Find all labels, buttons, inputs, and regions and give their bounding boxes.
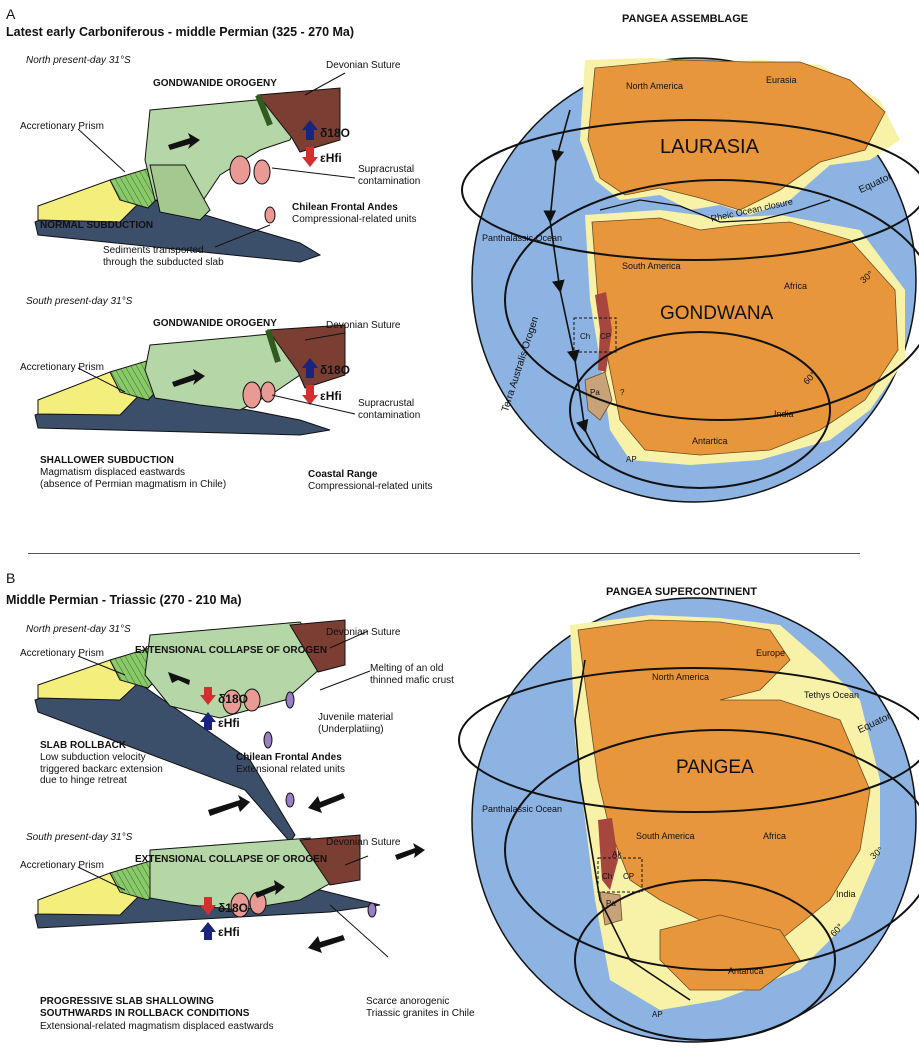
b-north-prism: Accretionary Prism	[20, 648, 104, 660]
map-a	[462, 58, 919, 502]
a-north-supracrustal: Supracrustal contamination	[358, 164, 420, 187]
panel-letter-a: A	[6, 6, 15, 22]
label-panthalassic: Panthalassic Ocean	[482, 233, 562, 243]
b-north-regime: SLAB ROLLBACK	[40, 740, 126, 752]
a-north-regime: NORMAL SUBDUCTION	[40, 220, 153, 232]
b-north-location: North present-day 31°S	[26, 624, 131, 636]
pluton	[261, 382, 275, 402]
a-south-location: South present-day 31°S	[26, 296, 132, 308]
label-eurasia: Eurasia	[766, 75, 797, 85]
a-south-prism: Accretionary Prism	[20, 362, 104, 374]
map-b	[459, 598, 919, 1042]
a-south-unit-title: Coastal Range	[308, 469, 377, 481]
b-south-location: South present-day 31°S	[26, 832, 132, 844]
juvenile-melt	[368, 903, 376, 917]
pluton	[254, 160, 270, 184]
label-tethys: Tethys Ocean	[804, 690, 859, 700]
b-north-hf: εHfi	[218, 717, 240, 731]
label-pangea: PANGEA	[676, 757, 754, 779]
a-south-suture: Devonian Suture	[326, 320, 401, 332]
b-north-melting: Melting of an old thinned mafic crust	[370, 663, 454, 686]
label-africa: Africa	[784, 281, 807, 291]
label-africa-b: Africa	[763, 831, 786, 841]
b-south-regime: PROGRESSIVE SLAB SHALLOWING SOUTHWARDS I…	[40, 996, 249, 1019]
juvenile-melt	[286, 692, 294, 708]
label-ch-b: Ch	[602, 872, 612, 881]
extension-arrow	[308, 793, 345, 813]
label-pa-b: Pa	[606, 899, 616, 908]
label-europe: Europe	[756, 648, 785, 658]
panel-a-title: Latest early Carboniferous - middle Perm…	[6, 25, 354, 39]
label-gondwana: GONDWANA	[660, 303, 773, 325]
a-south-hf: εHfi	[320, 390, 342, 404]
label-ap-b: AP	[652, 1010, 663, 1019]
panel-separator	[28, 553, 860, 554]
label-ap: AP	[626, 455, 637, 464]
label-antartica: Antartica	[692, 436, 728, 446]
label-laurasia: LAURASIA	[660, 136, 759, 159]
label-india-b: India	[836, 889, 856, 899]
label-ak: Ak	[612, 850, 621, 859]
b-north-regime-sub: Low subduction velocity triggered backar…	[40, 752, 163, 787]
b-south-o18: δ18O	[218, 902, 248, 916]
label-south-america: South America	[622, 261, 681, 271]
b-south-scarce: Scarce anorogenic Triassic granites in C…	[366, 996, 475, 1019]
a-north-o18: δ18O	[320, 127, 350, 141]
label-antartica-b: Antartica	[728, 966, 764, 976]
b-north-unit-title: Chilean Frontal Andes	[236, 752, 342, 764]
a-north-hf: εHfi	[320, 152, 342, 166]
label-ch: Ch	[580, 332, 590, 341]
a-north-unit-title: Chilean Frontal Andes	[292, 202, 398, 214]
hf-arrow-up	[200, 922, 216, 940]
a-north-sediments: Sediments transported through the subduc…	[103, 245, 224, 268]
a-south-supracrustal: Supracrustal contamination	[358, 398, 420, 421]
label-south-america-b: South America	[636, 831, 695, 841]
pluton	[243, 382, 261, 408]
a-south-unit-sub: Compressional-related units	[308, 481, 433, 493]
a-south-o18: δ18O	[320, 364, 350, 378]
a-north-orogeny: GONDWANIDE OROGENY	[153, 78, 277, 90]
map-b-title: PANGEA SUPERCONTINENT	[606, 586, 757, 599]
label-cp: CP	[600, 332, 611, 341]
a-south-regime: SHALLOWER SUBDUCTION	[40, 455, 174, 467]
label-cp-b: CP	[623, 872, 634, 881]
pluton	[265, 207, 275, 223]
map-a-title: PANGEA ASSEMBLAGE	[622, 13, 748, 26]
b-south-regime-sub: Extensional-related magmatism displaced …	[40, 1021, 273, 1033]
b-south-suture: Devonian Suture	[326, 837, 401, 849]
block-a-south	[35, 325, 345, 435]
label-question: ?	[620, 388, 624, 397]
a-north-location: North present-day 31°S	[26, 55, 131, 67]
panel-letter-b: B	[6, 570, 15, 586]
pluton	[230, 156, 250, 184]
b-north-suture: Devonian Suture	[326, 627, 401, 639]
b-north-unit-sub: Extensional related units	[236, 764, 345, 776]
label-north-america-b: North America	[652, 672, 709, 682]
extension-arrow	[308, 935, 345, 953]
label-pa: Pa	[590, 388, 600, 397]
b-north-o18: δ18O	[218, 693, 248, 707]
label-india: India	[774, 409, 794, 419]
extension-arrow	[208, 795, 250, 816]
label-north-america: North America	[626, 81, 683, 91]
b-north-juvenile: Juvenile material (Underplatiing)	[318, 712, 393, 735]
juvenile-melt	[264, 732, 272, 748]
label-panthalassic-b: Panthalassic Ocean	[482, 804, 562, 814]
a-south-orogeny: GONDWANIDE OROGENY	[153, 318, 277, 330]
a-north-suture: Devonian Suture	[326, 60, 401, 72]
block-a-north	[35, 88, 340, 262]
b-north-orogeny: EXTENSIONAL COLLAPSE OF OROGEN	[135, 645, 327, 657]
a-north-unit-sub: Compressional-related units	[292, 214, 417, 226]
b-south-orogeny: EXTENSIONAL COLLAPSE OF OROGEN	[135, 854, 327, 866]
b-south-prism: Accretionary Prism	[20, 860, 104, 872]
b-south-hf: εHfi	[218, 926, 240, 940]
panel-b-title: Middle Permian - Triassic (270 - 210 Ma)	[6, 593, 242, 607]
juvenile-melt	[286, 793, 294, 807]
a-south-regime-sub: Magmatism displaced eastwards (absence o…	[40, 467, 226, 490]
a-north-prism: Accretionary Prism	[20, 121, 104, 133]
